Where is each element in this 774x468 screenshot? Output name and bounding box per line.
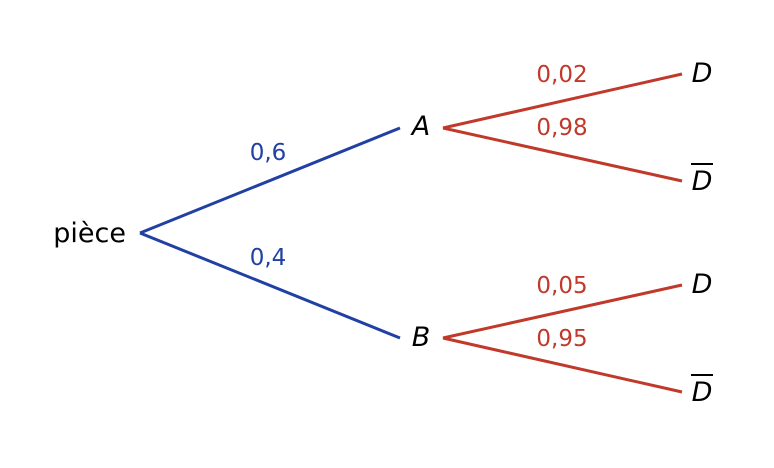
branch-b-dbar [442, 336, 683, 394]
node-a-label: A [410, 111, 430, 142]
branch-b-d [442, 283, 683, 340]
root-label: pièce [53, 218, 126, 249]
leaf-b-dbar-label: D [692, 377, 713, 408]
prob-a-dbar: 0,98 [536, 115, 587, 141]
leaf-a-dbar-label: D [692, 166, 713, 197]
branch-root-a [139, 126, 401, 235]
prob-a-d: 0,02 [536, 62, 587, 88]
prob-b-d: 0,05 [536, 273, 587, 299]
prob-root-b: 0,4 [250, 245, 287, 271]
leaf-a-dbar: D [691, 163, 713, 197]
branch-root-b [139, 231, 401, 340]
prob-root-a: 0,6 [250, 140, 287, 166]
prob-b-dbar: 0,95 [536, 326, 587, 352]
branch-a-d [442, 72, 683, 130]
leaf-a-d-label: D [692, 58, 713, 89]
branch-a-dbar [442, 126, 683, 183]
leaf-b-d-label: D [692, 269, 713, 300]
node-b-label: B [412, 322, 431, 353]
leaf-b-dbar: D [691, 374, 713, 408]
